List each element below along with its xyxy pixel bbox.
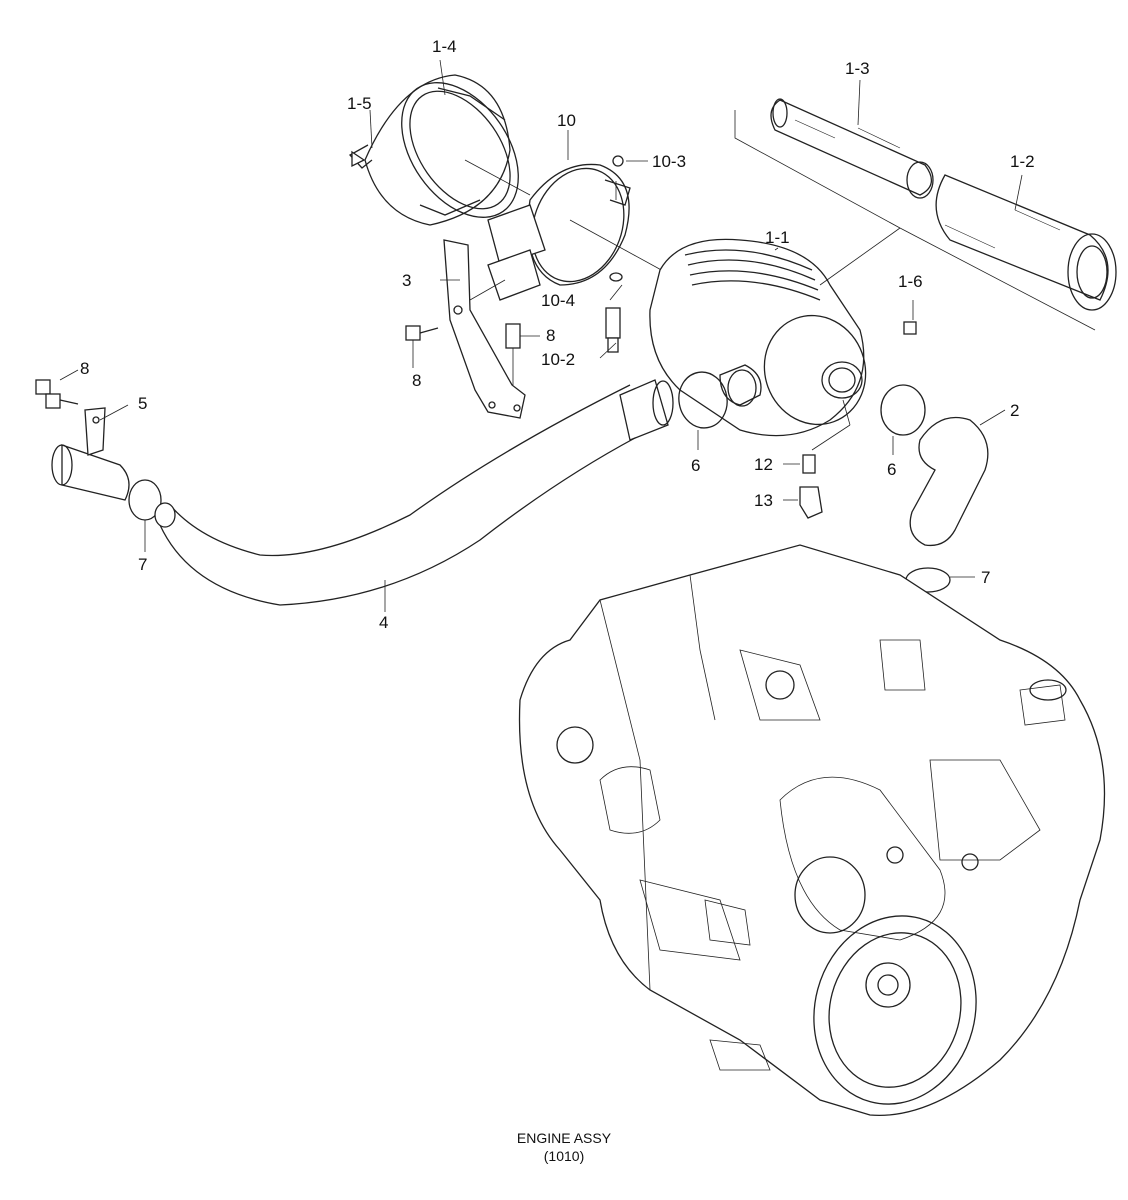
label-10-3: 10-3: [652, 152, 687, 171]
label-8-mid: 8: [546, 326, 556, 345]
small-fittings-drawing: [799, 454, 823, 519]
leader-lines: [59, 79, 1023, 612]
cap-housing-drawing: [348, 59, 531, 226]
label-10-2: 10-2: [541, 350, 576, 369]
label-2: 2: [1010, 401, 1020, 420]
label-8-left-low: 8: [412, 371, 422, 390]
label-1-5: 1-5: [347, 94, 372, 113]
label-1-4: 1-4: [432, 37, 457, 56]
intake-pipe-drawing: [154, 379, 674, 606]
label-6-left: 6: [691, 456, 701, 475]
label-10-4: 10-4: [541, 291, 576, 310]
label-1-2: 1-2: [1010, 152, 1035, 171]
label-1-3: 1-3: [845, 59, 870, 78]
engine-assy-caption: ENGINE ASSY (1010): [0, 1130, 1128, 1164]
bracket-pipe-drawing: [51, 407, 130, 501]
bolts-drawing: [35, 307, 621, 409]
label-3: 3: [402, 271, 412, 290]
label-4: 4: [379, 613, 389, 632]
air-cleaner-body-drawing: [649, 238, 917, 451]
label-13: 13: [754, 491, 773, 510]
label-1-6: 1-6: [898, 272, 923, 291]
label-8-left-top: 8: [80, 359, 90, 378]
label-7-left: 7: [138, 555, 148, 574]
label-7-right: 7: [981, 568, 991, 587]
bracket-band-drawing: [487, 130, 666, 301]
label-6-right: 6: [887, 460, 897, 479]
elbow-hose-drawing: [909, 416, 989, 547]
plate-bracket-drawing: [443, 239, 526, 419]
label-5: 5: [138, 394, 148, 413]
label-12: 12: [754, 455, 773, 474]
caption-line-1: ENGINE ASSY: [516, 1130, 612, 1146]
label-10: 10: [557, 111, 576, 130]
engine-assembly-drawing: [518, 544, 1106, 1117]
filter-elements-drawing: [734, 98, 1117, 331]
label-1-1: 1-1: [765, 228, 790, 247]
caption-line-2: (1010): [543, 1148, 585, 1164]
